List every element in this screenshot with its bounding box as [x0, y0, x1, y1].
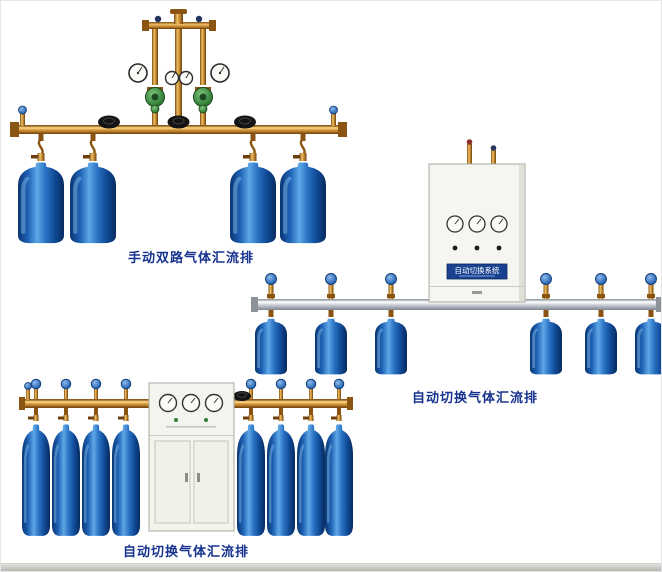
control-cabinet	[148, 382, 235, 532]
gauge-disc-icon	[245, 378, 257, 390]
cylinder-station	[585, 273, 617, 375]
cabinet-label: 自动切换系统	[455, 265, 500, 275]
cabinet-handle	[472, 291, 482, 294]
gas-cylinder	[325, 424, 353, 535]
gauge-disc-icon	[30, 378, 42, 390]
gas-cylinder	[585, 317, 617, 375]
cylinder-station	[82, 378, 110, 536]
gas-cylinder	[635, 317, 661, 375]
adjacent-image-edge	[1, 563, 661, 571]
handwheel-valve	[167, 115, 190, 129]
gas-cylinder	[530, 317, 562, 375]
gauge-disc-icon	[60, 378, 72, 390]
handwheel-valve	[233, 391, 251, 401]
cylinder-station	[22, 378, 50, 536]
gauge-disc-icon	[333, 378, 345, 390]
indicator-light-icon	[174, 418, 178, 422]
gauge-disc-icon	[90, 378, 102, 390]
gas-cylinder	[375, 317, 407, 375]
end-gauge-left	[18, 105, 27, 126]
cylinder-station	[70, 134, 116, 243]
cylinder-station	[18, 134, 64, 243]
top-valve-knob-icon	[195, 15, 203, 23]
manual-dual-manifold-illustration	[10, 9, 347, 249]
knob-icon	[496, 245, 502, 251]
cylinder-station	[237, 378, 265, 536]
gas-cylinder	[82, 424, 110, 535]
cabinet-door	[154, 440, 191, 524]
knob-icon	[452, 245, 458, 251]
cylinder-station	[297, 378, 325, 536]
gauge-disc-icon	[540, 273, 552, 285]
cabinet-name-plate	[446, 263, 508, 280]
gauge-disc-icon	[305, 378, 317, 390]
pressure-regulator-left	[128, 63, 180, 129]
cylinder-station	[635, 273, 661, 375]
gauge-disc-icon	[265, 273, 277, 285]
gas-cylinder	[112, 424, 140, 535]
gas-cylinder	[70, 163, 116, 244]
end-gauge-left	[24, 382, 32, 400]
auto-switch-wall-manifold-illustration: 自动切换系统	[251, 139, 661, 375]
product-caption-manual-dual: 手动双路气体汇流排	[127, 251, 254, 266]
auto-switch-floor-manifold-illustration	[19, 378, 353, 561]
gas-cylinder	[18, 163, 64, 244]
cabinet-handle	[185, 473, 188, 482]
gauge-disc-icon	[385, 273, 397, 285]
valve-knob-icon	[466, 139, 473, 145]
pressure-regulator-right	[178, 63, 230, 129]
product-caption-auto-switch-wall: 自动切换气体汇流排	[411, 391, 538, 406]
product-caption-auto-switch-floor: 自动切换气体汇流排	[122, 545, 249, 560]
gas-cylinder	[315, 317, 347, 375]
gauge-disc-icon	[645, 273, 657, 285]
cylinder-station	[52, 378, 80, 536]
indicator-light-icon	[204, 418, 208, 422]
cylinder-station	[255, 273, 287, 375]
control-cabinet: 自动切换系统	[428, 139, 526, 303]
gas-cylinder	[22, 424, 50, 535]
gauge-disc-icon	[325, 273, 337, 285]
gauge-disc-icon	[120, 378, 132, 390]
handwheel-valve	[98, 115, 120, 129]
cylinder-station	[230, 134, 276, 243]
cabinet-handle	[197, 473, 200, 482]
gas-cylinder	[52, 424, 80, 535]
cylinder-station	[375, 273, 407, 375]
top-valve-knob-icon	[154, 15, 162, 23]
handwheel-valve	[234, 115, 256, 129]
gauge-disc-icon	[275, 378, 287, 390]
cylinder-station	[267, 378, 295, 536]
gas-cylinder	[297, 424, 325, 535]
knob-icon	[474, 245, 480, 251]
cylinder-station	[280, 134, 326, 243]
cylinder-station	[530, 273, 562, 375]
cylinder-station	[112, 378, 140, 536]
cylinder-station	[315, 273, 347, 375]
cylinder-station	[325, 378, 353, 536]
end-gauge-right	[329, 105, 338, 126]
valve-knob-icon	[490, 145, 497, 151]
gauge-disc-icon	[595, 273, 607, 285]
gas-cylinder	[267, 424, 295, 535]
gas-cylinder	[237, 424, 265, 535]
gas-cylinder	[255, 317, 287, 375]
